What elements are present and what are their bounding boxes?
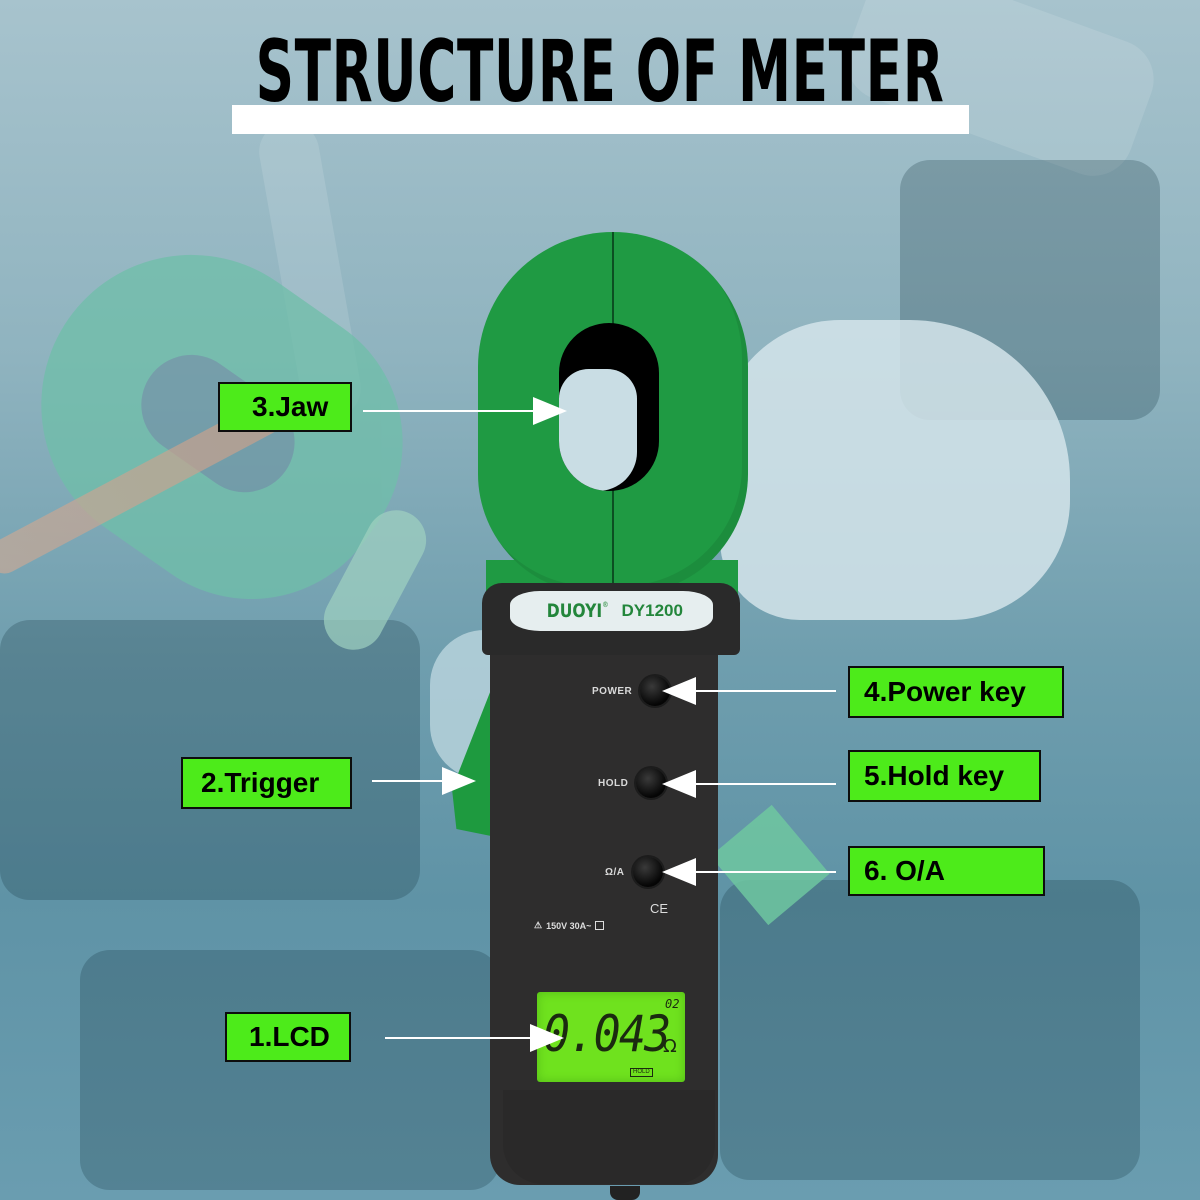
warning-icon: ⚠ (534, 920, 543, 930)
callout-lcd: 1.LCD (225, 1012, 351, 1062)
mode-key[interactable] (632, 857, 663, 887)
rating-label: ⚠ 150V 30A~ (534, 920, 605, 931)
arrow-right-icon (530, 1024, 564, 1052)
lcd-hold-indicator: HOLD (630, 1068, 653, 1077)
arrow-power-line (696, 690, 836, 692)
meter-body-bottom (503, 1090, 715, 1184)
mode-key-label: Ω/A (605, 866, 625, 878)
arrow-trigger-line (372, 780, 442, 782)
hand (720, 320, 1070, 620)
ce-mark: CE (650, 901, 669, 916)
arrow-left-icon (662, 770, 696, 798)
hold-key-row: HOLD (598, 768, 667, 798)
ohm-icon: Ω (663, 1036, 677, 1057)
arrow-left-icon (662, 677, 696, 705)
callout-mode-key: 6. O/A (848, 846, 1045, 896)
ghost-brand-plate (313, 499, 437, 661)
model-name: DY1200 (621, 601, 683, 620)
hold-key-label: HOLD (598, 777, 629, 789)
double-insulation-icon (595, 921, 605, 930)
page-title: STRUCTURE OF METER (255, 22, 945, 122)
ghost-lcd (710, 804, 830, 926)
lcd-reading: 0.043 (543, 1005, 671, 1063)
title-underline-bar (232, 105, 969, 134)
jaw (478, 232, 748, 594)
arrow-left-icon (662, 858, 696, 886)
arrow-lcd-line (385, 1037, 530, 1039)
callout-jaw: 3.Jaw (218, 382, 352, 432)
arrow-right-icon (533, 397, 567, 425)
arrow-jaw-line (363, 410, 533, 412)
arrow-hold-line (696, 783, 836, 785)
callout-power-key: 4.Power key (848, 666, 1064, 718)
mode-key-row: Ω/A (605, 857, 663, 887)
callout-hold-key: 5.Hold key (848, 750, 1041, 802)
brand-plate: DUOYI® DY1200 (510, 591, 713, 631)
lcd-display: 02 0.043 Ω HOLD (537, 992, 685, 1082)
callout-trigger: 2.Trigger (181, 757, 352, 809)
power-key-row: POWER (592, 676, 671, 706)
hold-key[interactable] (636, 768, 667, 798)
brand-name: DUOYI® (546, 600, 609, 622)
arrow-right-icon (442, 767, 476, 795)
jaw-opening (559, 323, 659, 491)
lanyard-clip (610, 1186, 640, 1200)
arrow-mode-line (696, 871, 836, 873)
lcd-indicator: 02 (665, 997, 680, 1011)
power-key-label: POWER (592, 685, 633, 697)
